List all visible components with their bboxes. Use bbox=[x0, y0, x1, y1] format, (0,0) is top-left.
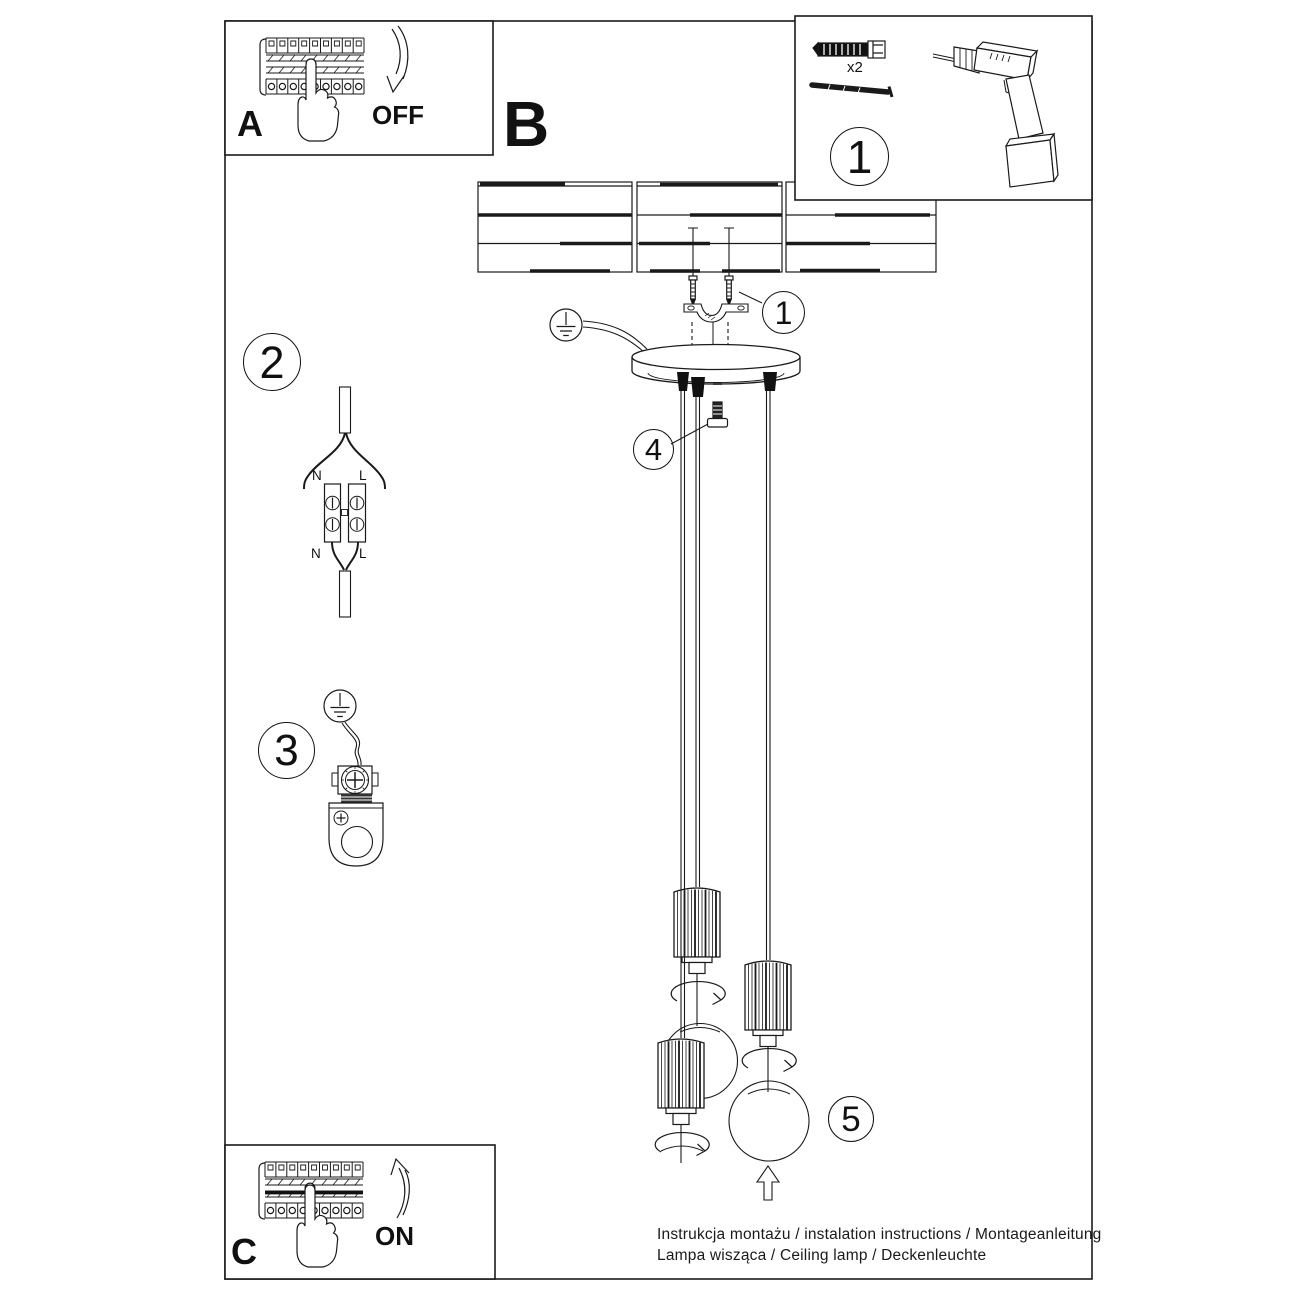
mounting-bracket-icon bbox=[683, 303, 749, 323]
lock-badge-leader bbox=[670, 423, 709, 445]
wiring-step-badge: 2 bbox=[243, 333, 301, 391]
wall-plug-icon bbox=[812, 40, 886, 59]
ground-icon bbox=[549, 308, 583, 342]
breaker-off-label: OFF bbox=[372, 100, 424, 130]
bulb-step-badge: 5 bbox=[828, 1096, 874, 1142]
twist-arrow-icon bbox=[670, 973, 726, 1033]
terminal-l-bottom-label: L bbox=[359, 546, 367, 561]
step-a-box bbox=[224, 20, 494, 156]
on-arrow-icon bbox=[390, 1157, 410, 1219]
ground-terminal-drawing bbox=[323, 689, 384, 867]
terminal-l-top-label: L bbox=[359, 468, 367, 483]
step-c-box bbox=[224, 1144, 496, 1280]
lock-step-badge: 4 bbox=[633, 429, 674, 470]
mounting-screw-icon bbox=[809, 82, 894, 98]
anchors-step-badge: 1 bbox=[762, 291, 805, 334]
terminal-n-top-label: N bbox=[312, 468, 322, 483]
pendant-cords bbox=[680, 391, 771, 1038]
section-a-label: A bbox=[237, 103, 263, 144]
anchor-quantity-label: x2 bbox=[847, 59, 863, 76]
terminal-n-bottom-label: N bbox=[311, 546, 321, 561]
anchor-screws bbox=[688, 227, 734, 351]
wire-connector-drawing bbox=[303, 386, 386, 618]
twist-arrow-icon bbox=[741, 1046, 797, 1095]
ground-wire bbox=[582, 320, 648, 353]
footer-title-line: Instrukcja montażu / instalation instruc… bbox=[657, 1226, 1102, 1243]
ground-step-badge: 3 bbox=[258, 722, 315, 779]
twist-arrow-icon bbox=[654, 1124, 710, 1163]
ceiling-canopy bbox=[631, 343, 801, 397]
section-c-label: C bbox=[231, 1231, 257, 1272]
footer-product-line: Lampa wisząca / Ceiling lamp / Deckenleu… bbox=[657, 1247, 987, 1264]
page-border bbox=[224, 20, 1093, 1280]
off-arrow-icon bbox=[386, 25, 409, 94]
ground-icon bbox=[323, 689, 357, 723]
ceiling-planks bbox=[477, 181, 937, 273]
breaker-on-label: ON bbox=[375, 1221, 414, 1251]
up-arrow-icon bbox=[755, 1165, 781, 1201]
section-b-label: B bbox=[503, 88, 550, 160]
tools-step-badge: 1 bbox=[830, 127, 889, 186]
anchors-badge-leader bbox=[738, 291, 763, 304]
locking-screw-icon bbox=[706, 401, 729, 428]
drill-icon bbox=[932, 41, 1059, 188]
